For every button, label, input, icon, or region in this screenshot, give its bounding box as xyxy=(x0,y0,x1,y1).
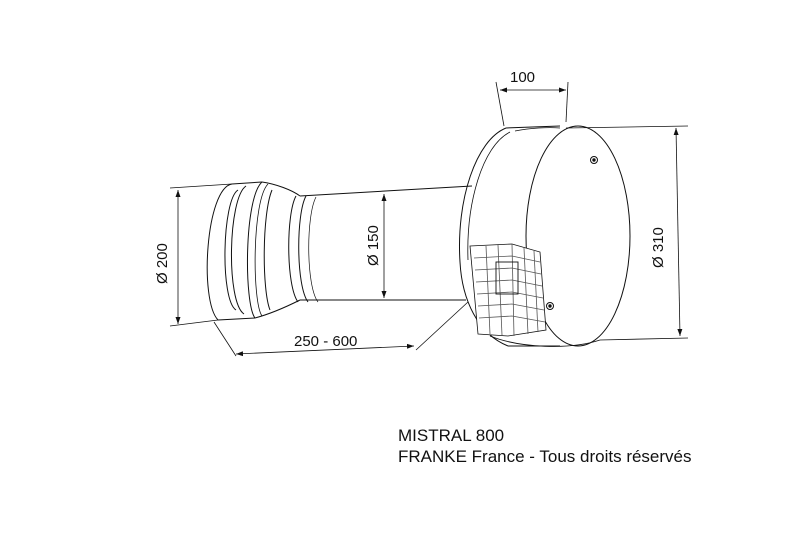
grille xyxy=(469,243,547,337)
copyright-notice: FRANKE France - Tous droits réservés xyxy=(398,447,692,466)
collar-diameter-label: Ø 200 xyxy=(154,243,171,284)
duct-diameter-label: Ø 150 xyxy=(365,225,382,266)
extension-line xyxy=(495,81,505,127)
outer-diameter-label: Ø 310 xyxy=(650,227,667,268)
caption: MISTRAL 800 FRANKE France - Tous droits … xyxy=(398,425,692,467)
extension-line xyxy=(213,321,237,357)
dimension-line-outer xyxy=(673,127,683,337)
length-range-label: 250 - 600 xyxy=(294,333,357,350)
end-collar xyxy=(206,181,269,321)
dimension-line-length xyxy=(235,343,415,357)
extension-line xyxy=(169,319,219,327)
screw-icon xyxy=(546,156,598,310)
product-name: MISTRAL 800 xyxy=(398,426,505,445)
depth-label: 100 xyxy=(510,69,535,86)
extension-line xyxy=(565,81,569,123)
dimension-lines xyxy=(169,81,689,357)
extension-line xyxy=(415,301,469,351)
extension-line xyxy=(565,125,689,129)
duct-assembly xyxy=(206,181,473,321)
extension-line xyxy=(169,183,233,189)
extension-line xyxy=(599,337,689,341)
reducer-ring xyxy=(254,181,301,319)
terminal-unit xyxy=(458,125,631,347)
front-face xyxy=(525,125,631,347)
main-duct xyxy=(288,185,473,303)
